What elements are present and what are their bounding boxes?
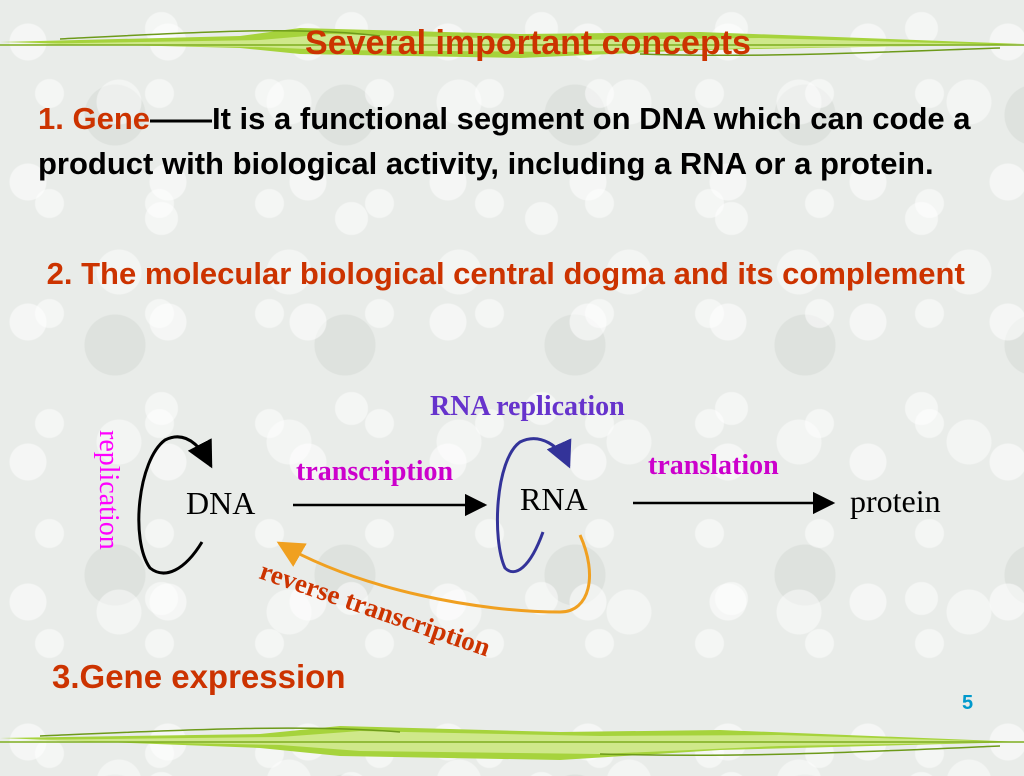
concept-1-text: It is a functional segment on DNA which … (38, 101, 971, 181)
translation-label: translation (648, 450, 779, 481)
top-decorative-banner (0, 28, 1024, 58)
slide-title: Several important concepts (305, 24, 751, 62)
transcription-label: transcription (296, 456, 454, 487)
concept-3-heading: 3.Gene expression (52, 658, 346, 695)
concept-2-text: 2. The molecular biological central dogm… (46, 256, 965, 291)
concept-1-paragraph: 1. Gene——It is a functional segment on D… (38, 96, 988, 186)
dna-node: DNA (186, 485, 255, 521)
page-number: 5 (962, 692, 974, 714)
bottom-decorative-banner (0, 726, 1024, 760)
rna-replication-label: RNA replication (430, 391, 625, 422)
concept-1-dash: —— (150, 101, 212, 136)
protein-node: protein (850, 483, 941, 519)
concept-1-label: 1. Gene (38, 101, 150, 136)
reverse-transcription-arrow (276, 534, 592, 614)
replication-label: replication (93, 430, 124, 550)
rna-node: RNA (520, 481, 588, 517)
rna-replication-arrow (496, 437, 572, 574)
reverse-transcription-label: reverse transcription (256, 555, 494, 662)
dna-replication-arrow (137, 435, 213, 575)
concept-2-heading: 2. The molecular biological central dogm… (38, 251, 988, 296)
